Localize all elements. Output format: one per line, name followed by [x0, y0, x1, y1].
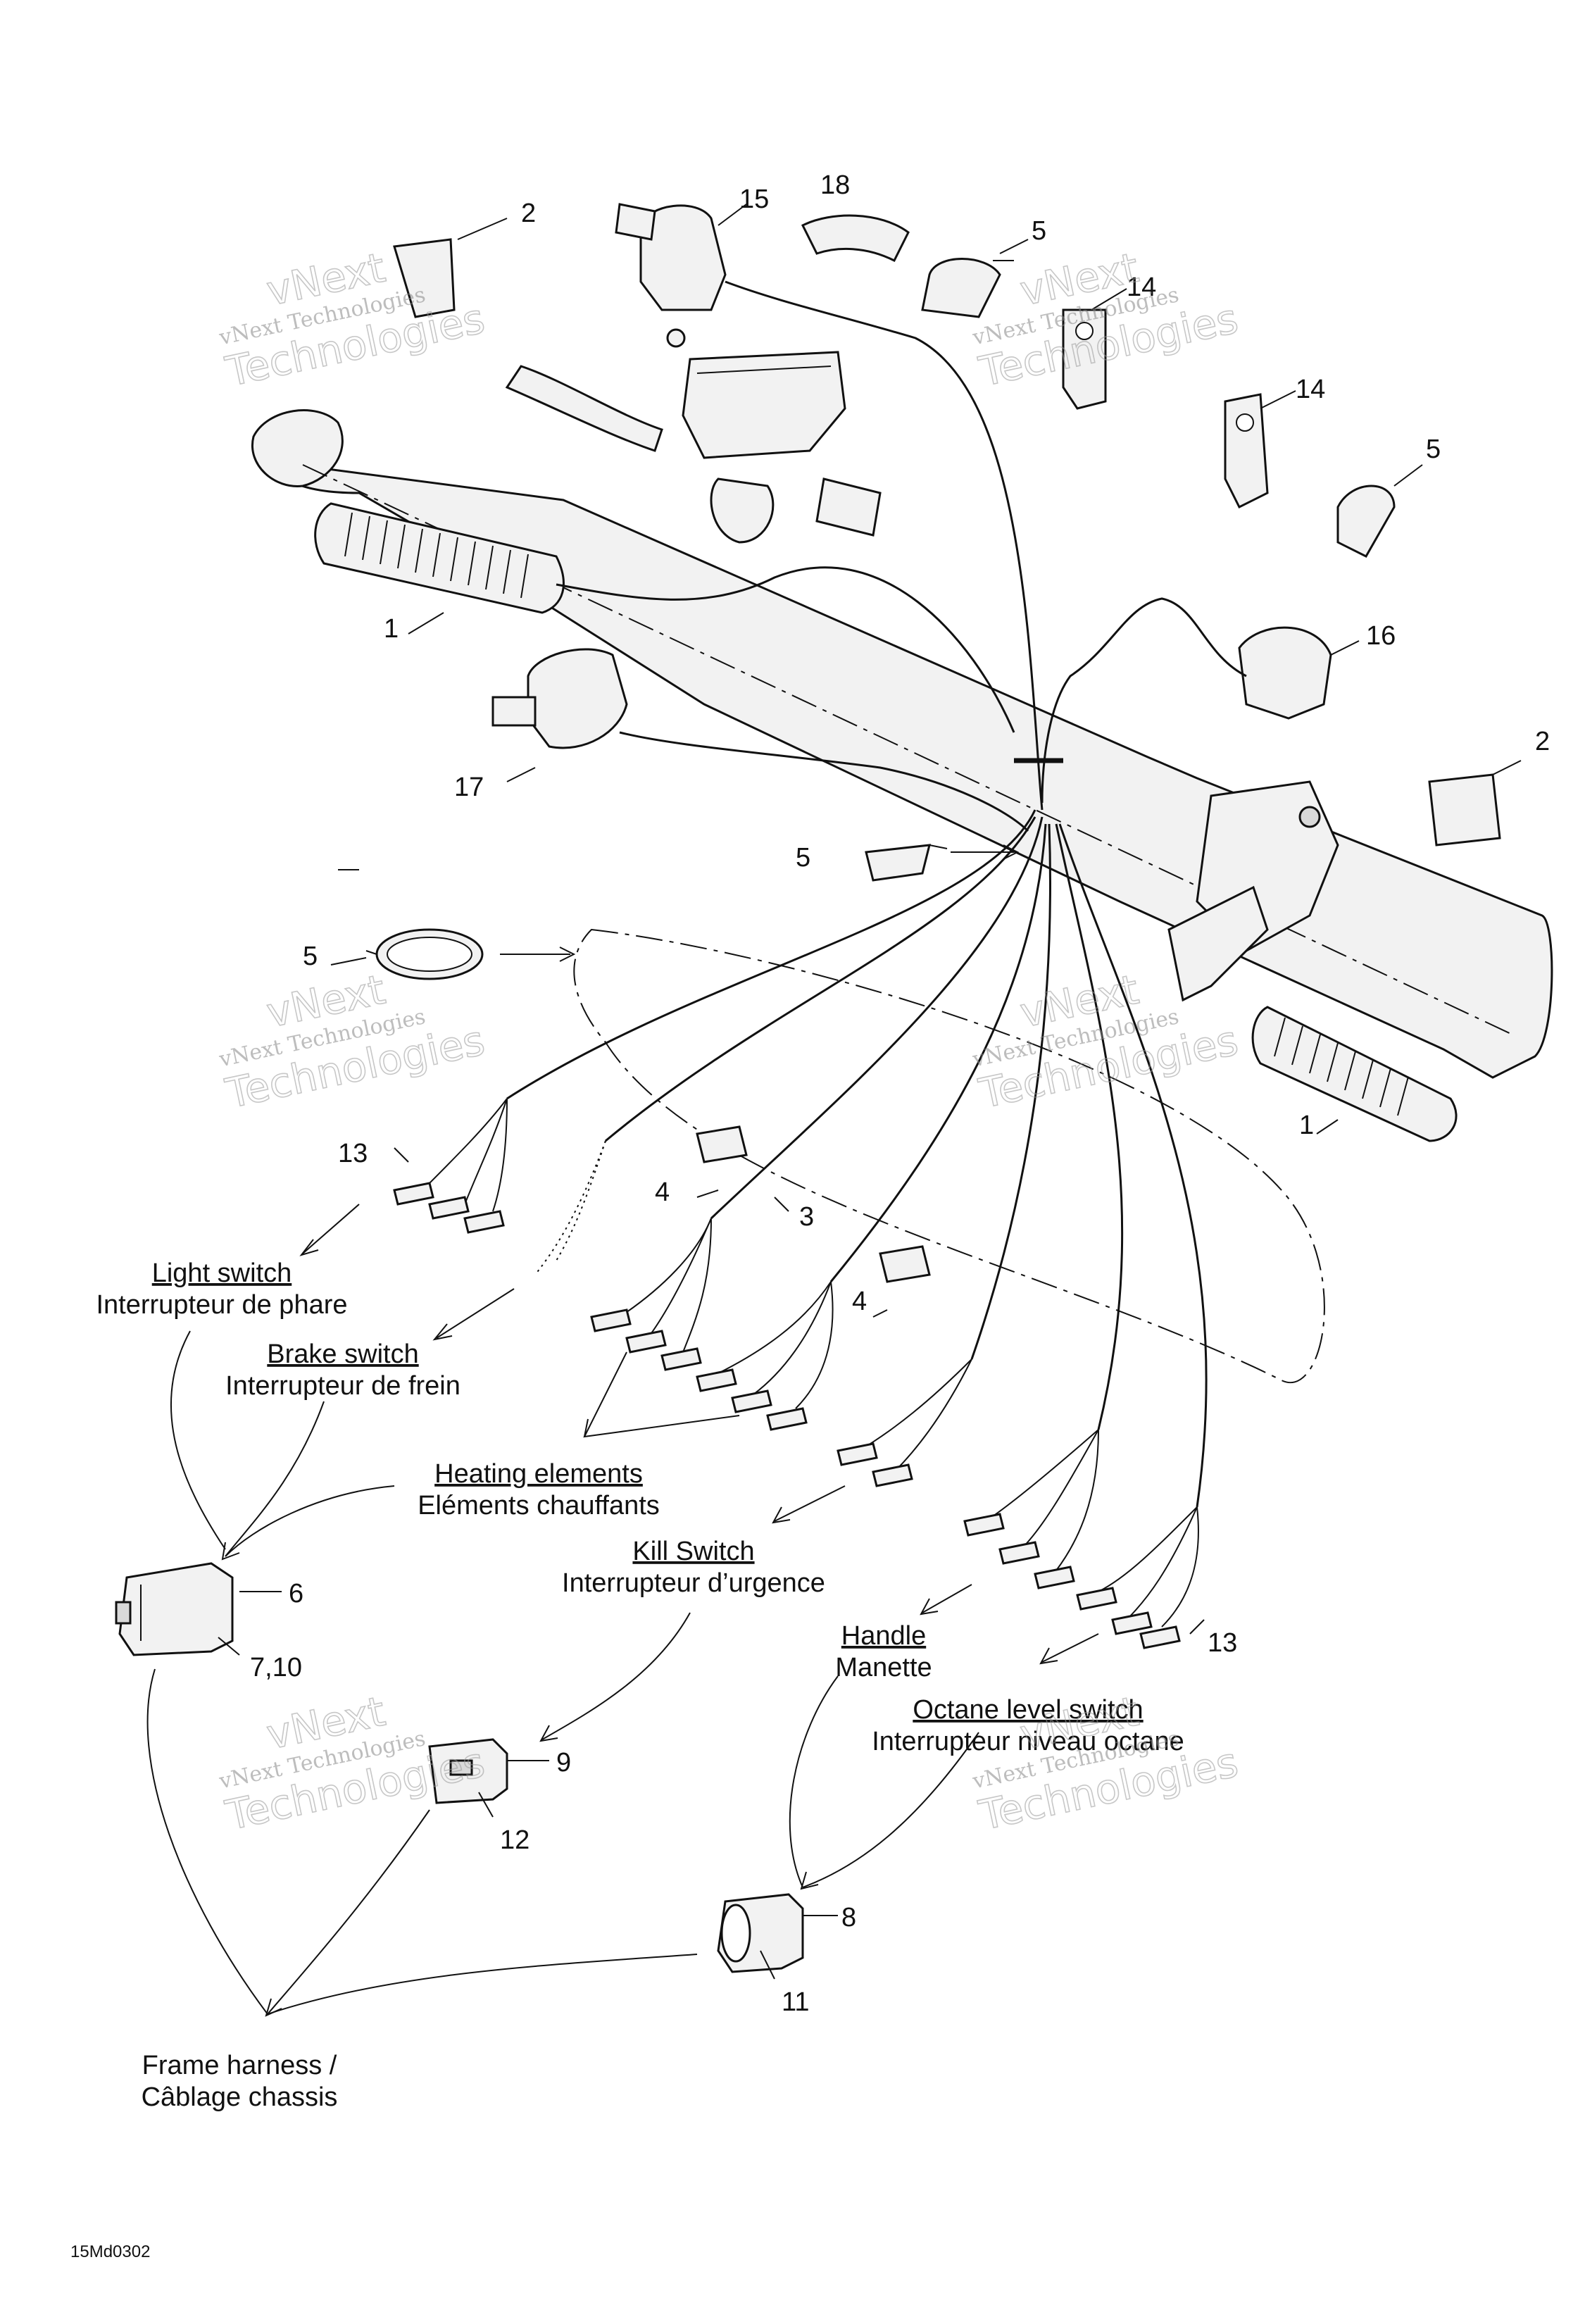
figure-code: 15Md0302 [70, 2242, 150, 2261]
callout-15: 15 [739, 185, 769, 214]
callout-9: 9 [556, 1748, 571, 1778]
callout-13b: 13 [1208, 1628, 1237, 1658]
watermark: vNext vNext Technologies Technologies [217, 1687, 489, 1840]
connector-pigtail-heating-a [590, 1218, 712, 1371]
throttle-housing [1167, 780, 1339, 1002]
grip-tape-right [1428, 773, 1501, 846]
callout-2b: 2 [1535, 727, 1550, 756]
callout-5d: 5 [303, 942, 318, 971]
callout-14b: 14 [1296, 375, 1325, 404]
callout-16: 16 [1366, 621, 1396, 651]
circuit-labels: Light switch Interrupteur de phare Brake… [96, 1258, 1184, 2112]
label-handle-fr: Manette [835, 1653, 932, 1682]
brake-master-cylinder [505, 351, 882, 544]
callout-12: 12 [500, 1825, 530, 1855]
housing-9 [428, 1738, 508, 1804]
clamp-upper [1062, 308, 1107, 410]
callout-3: 3 [799, 1202, 814, 1232]
housing-6 [115, 1562, 234, 1656]
callout-numbers: 2 15 18 5 14 14 5 1 16 17 2 5 5 1 13 4 3… [250, 170, 1550, 2017]
label-handle: Handle [841, 1621, 926, 1651]
watermark: vNext vNext Technologies Technologies [970, 243, 1243, 396]
label-brake-switch: Brake switch [267, 1339, 418, 1369]
callout-14a: 14 [1127, 273, 1156, 302]
callout-1a: 1 [384, 614, 399, 644]
cable-tie-top [921, 258, 1014, 318]
octane-switch-housing [1041, 597, 1332, 804]
wire-connector-4b [879, 1245, 931, 1283]
decal [801, 214, 910, 263]
label-heating-elements-fr: Eléments chauffants [418, 1491, 660, 1520]
kill-switch [615, 203, 1044, 811]
callout-2a: 2 [521, 199, 536, 228]
label-frame-harness-fr: Câblage chassis [142, 2082, 338, 2112]
left-heated-grip [314, 502, 1015, 733]
connector-pigtail-handle [963, 1429, 1099, 1589]
label-light-switch: Light switch [152, 1258, 292, 1288]
callout-18: 18 [820, 170, 850, 200]
cable-tie-middle [865, 844, 948, 882]
connector-pigtail-octane [1076, 1506, 1199, 1649]
label-brake-switch-fr: Interrupteur de frein [225, 1371, 461, 1401]
label-octane-switch: Octane level switch [913, 1695, 1143, 1725]
label-frame-harness: Frame harness / [142, 2051, 337, 2080]
callout-6: 6 [289, 1579, 303, 1608]
wire-connector-4a [696, 1125, 748, 1163]
wiring-harness [506, 758, 1325, 1508]
callout-17: 17 [454, 773, 484, 802]
connector-pigtail-kill [837, 1358, 972, 1487]
cable-tie-loop [365, 928, 484, 980]
grip-tape-left [393, 238, 456, 318]
callout-5c: 5 [796, 843, 810, 873]
label-kill-switch: Kill Switch [632, 1537, 754, 1566]
callout-13a: 13 [338, 1139, 368, 1168]
cable-tie-right [1336, 485, 1396, 558]
right-heated-grip [1251, 1006, 1458, 1142]
callout-7-10: 7,10 [250, 1653, 302, 1682]
housing-8 [717, 1893, 804, 1973]
callout-5b: 5 [1426, 435, 1441, 464]
callout-4b: 4 [852, 1287, 867, 1316]
callout-1b: 1 [1299, 1111, 1314, 1140]
connector-pigtail-heating-b [696, 1281, 834, 1431]
label-heating-elements: Heating elements [434, 1459, 643, 1489]
label-light-switch-fr: Interrupteur de phare [96, 1290, 347, 1320]
callout-5a: 5 [1032, 216, 1046, 246]
callout-11: 11 [782, 1987, 809, 2017]
label-octane-switch-fr: Interrupteur niveau octane [872, 1727, 1184, 1756]
light-switch-housing [491, 648, 1029, 832]
label-kill-switch-fr: Interrupteur d’urgence [562, 1568, 825, 1598]
connector-pigtail-13a [393, 1098, 508, 1234]
clamp-lower [1224, 393, 1269, 509]
callout-4a: 4 [655, 1177, 670, 1207]
callout-8: 8 [841, 1903, 856, 1932]
connector-pigtail-dotted [534, 1140, 606, 1275]
leader-lines [146, 204, 1522, 2017]
